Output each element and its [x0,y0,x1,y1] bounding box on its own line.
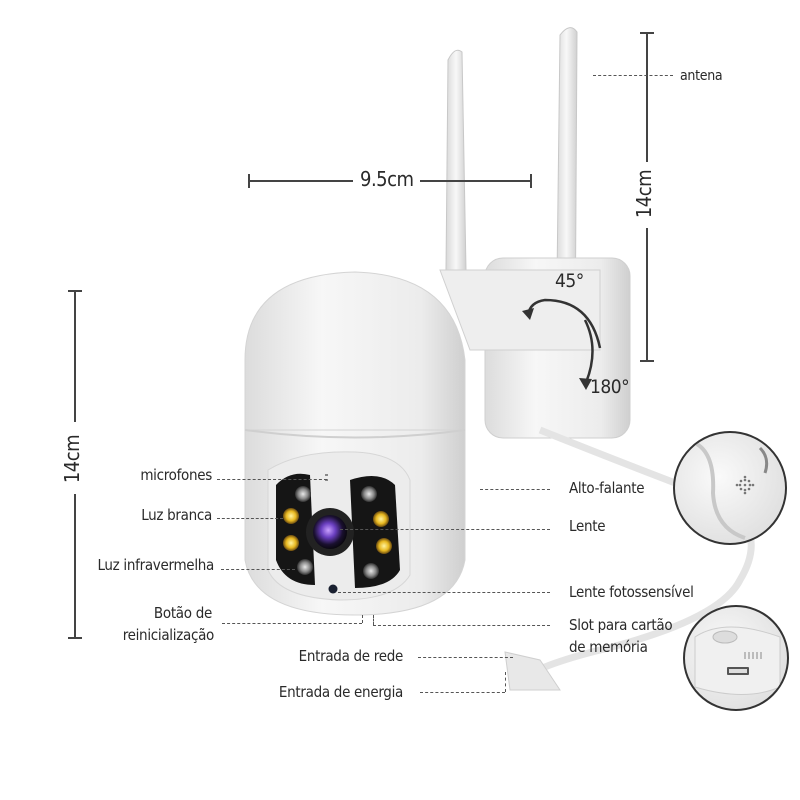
speaker-grille-icon [693,441,769,540]
antenna-height-label: 14cm [632,169,657,219]
memory-slot-icon [694,626,781,695]
label-white-light: Luz branca [141,506,212,524]
width-dimension-label: 9.5cm [360,167,414,191]
label-memory-slot-line2: de memória [569,638,648,656]
label-network-input: Entrada de rede [298,647,404,665]
label-power-input: Entrada de energia [278,683,403,701]
label-photosensitive-lens: Lente fotossensível [569,583,694,601]
label-reset-button-line2: reinicialização [122,626,215,644]
label-microphones: microfones [140,466,212,484]
pan-angle-label: 180° [590,376,630,398]
label-antenna: antena [680,68,723,84]
label-infrared-light: Luz infravermelha [97,556,214,574]
label-memory-slot-line1: Slot para cartão [569,616,673,634]
memory-slot-detail-inset [683,605,789,711]
speaker-detail-inset [673,431,787,545]
tilt-angle-label: 45° [555,270,584,292]
label-lens: Lente [569,517,606,535]
body-height-label: 14cm [60,434,85,484]
label-speaker: Alto-falante [569,479,645,497]
label-reset-button-line1: Botão de [153,604,212,622]
